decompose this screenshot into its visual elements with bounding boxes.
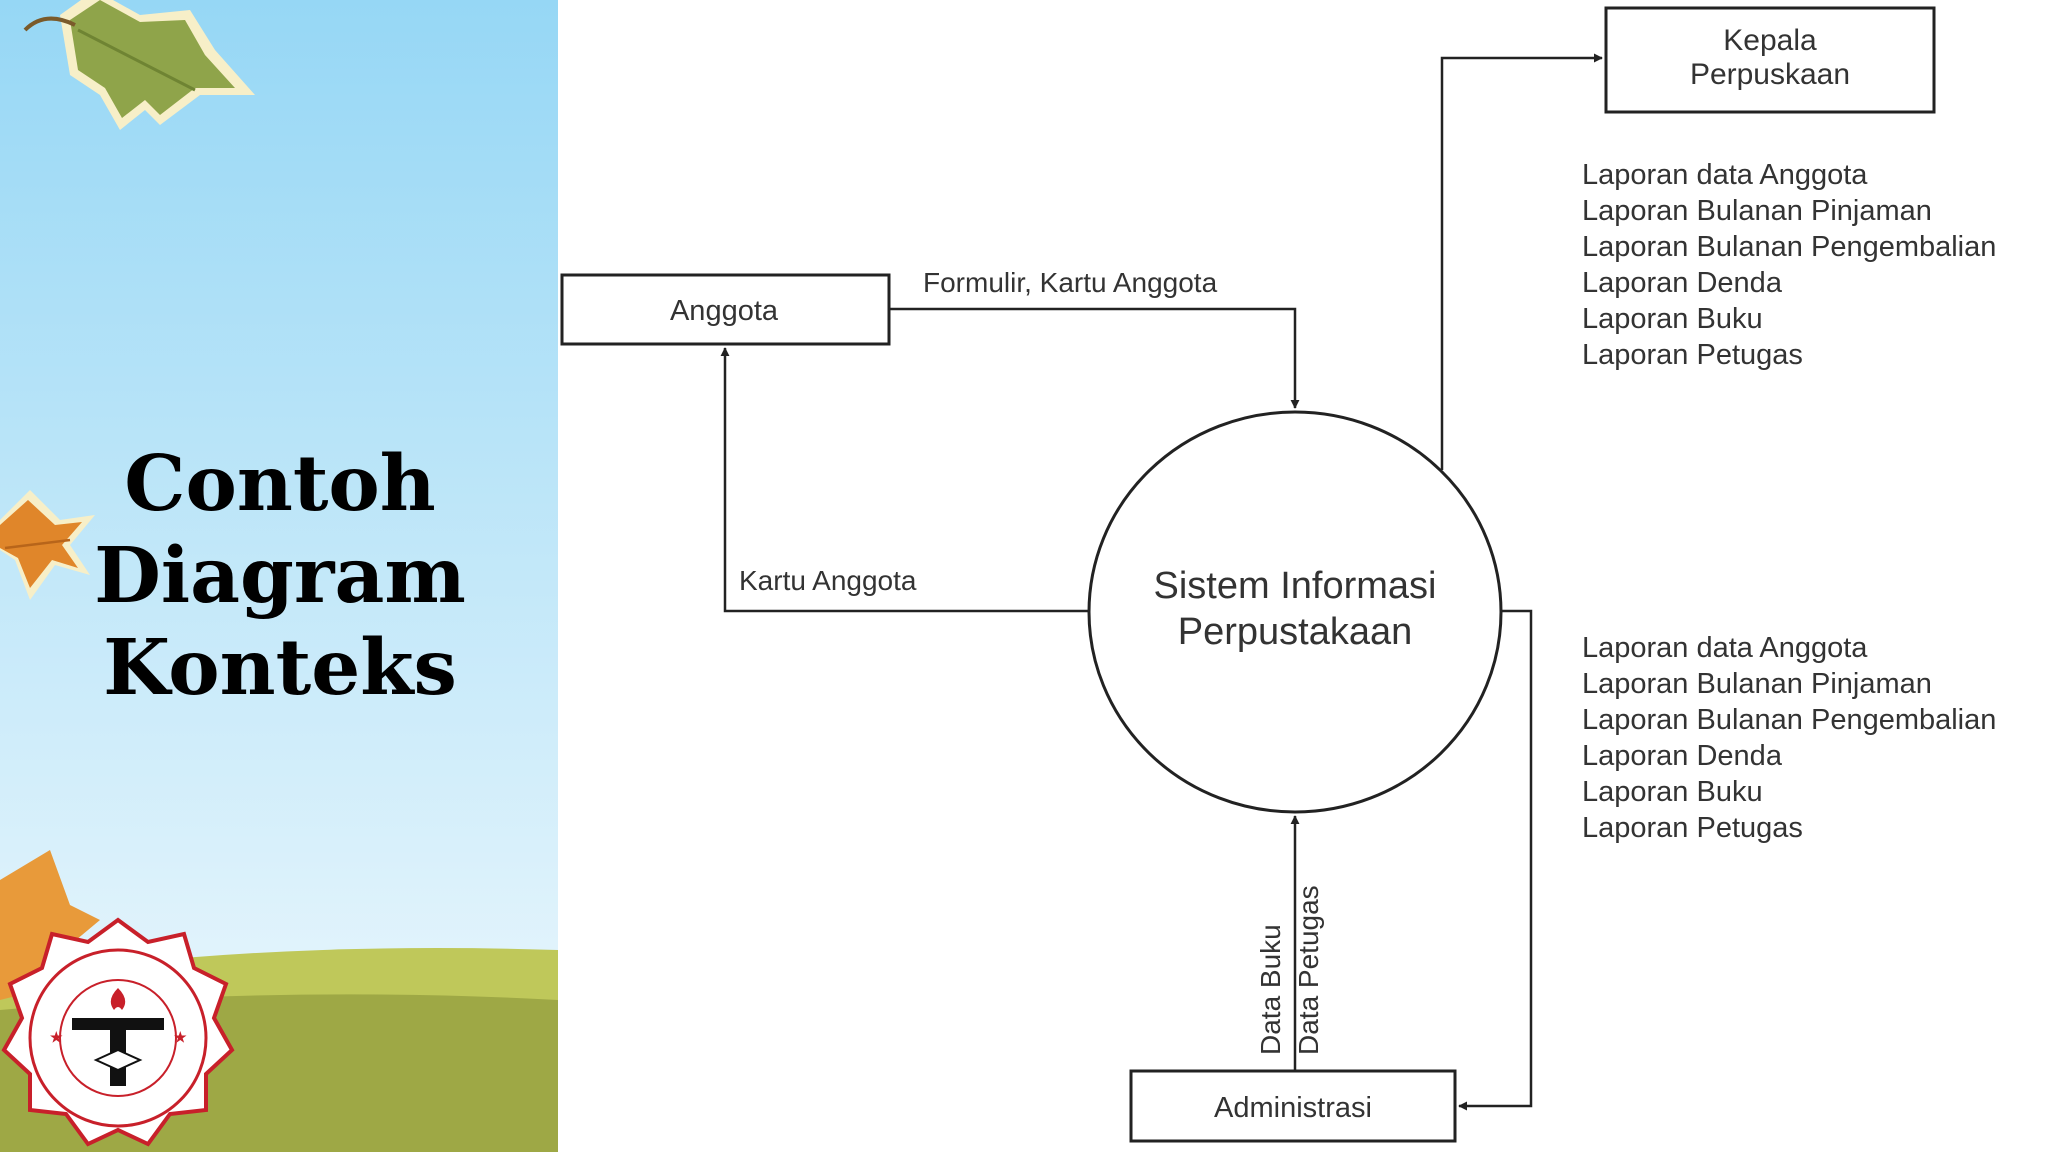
- title-line-2: Diagram: [94, 531, 466, 621]
- title-line-3: Konteks: [103, 623, 457, 713]
- report-kepala-4: Laporan Denda: [1582, 267, 1783, 299]
- context-diagram: Kepala Perpuskaan Anggota Administrasi S…: [560, 6, 1996, 1143]
- university-logo: ★ ★: [1, 917, 235, 1147]
- reports-admin-list: Laporan data Anggota Laporan Bulanan Pin…: [1582, 632, 1996, 844]
- svg-text:★: ★: [174, 1030, 187, 1046]
- orange-leaf-icon: [0, 490, 95, 600]
- reports-kepala-list: Laporan data Anggota Laporan Bulanan Pin…: [1582, 159, 1996, 371]
- flow-formulir-arrow: [889, 307, 1300, 409]
- report-admin-2: Laporan Bulanan Pinjaman: [1582, 668, 1932, 700]
- slide-title: Contoh Diagram Konteks: [60, 438, 500, 714]
- report-kepala-6: Laporan Petugas: [1582, 339, 1803, 371]
- entity-administrasi-box: [1129, 1069, 1457, 1143]
- report-admin-3: Laporan Bulanan Pengembalian: [1582, 704, 1996, 736]
- report-admin-4: Laporan Denda: [1582, 740, 1783, 772]
- orange-leaf-bottom-icon: [0, 850, 100, 1000]
- flow-data-petugas-label: Data Petugas: [1293, 885, 1324, 1055]
- green-leaf-icon: [23, 0, 255, 130]
- flow-kartu-label: Kartu Anggota: [739, 565, 917, 596]
- svg-text:★: ★: [50, 1030, 63, 1046]
- entity-anggota-label: Anggota: [670, 295, 779, 327]
- report-admin-5: Laporan Buku: [1582, 776, 1763, 808]
- flow-to-kepala-arrow: [1440, 53, 1603, 470]
- process-label-line1: Sistem Informasi: [1154, 565, 1437, 607]
- entity-anggota-box: [560, 273, 891, 346]
- entity-kepala-line1: Kepala: [1723, 24, 1817, 57]
- report-kepala-2: Laporan Bulanan Pinjaman: [1582, 195, 1932, 227]
- title-line-1: Contoh: [124, 439, 436, 529]
- entity-kepala-box: [1604, 6, 1936, 114]
- flow-kartu-arrow: [720, 347, 1089, 613]
- entity-administrasi-label: Administrasi: [1214, 1092, 1372, 1124]
- entity-kepala-line2: Perpuskaan: [1690, 58, 1850, 91]
- sidebar-panel: ★ ★ Contoh Diagram Konteks: [0, 0, 558, 1152]
- flow-data-buku-label: Data Buku: [1255, 924, 1286, 1055]
- flow-formulir-label: Formulir, Kartu Anggota: [923, 267, 1218, 298]
- report-kepala-5: Laporan Buku: [1582, 303, 1763, 335]
- report-kepala-1: Laporan data Anggota: [1582, 159, 1868, 191]
- report-kepala-3: Laporan Bulanan Pengembalian: [1582, 231, 1996, 263]
- flow-to-administrasi-arrow: [1458, 609, 1533, 1111]
- process-label-line2: Perpustakaan: [1178, 611, 1413, 653]
- report-admin-6: Laporan Petugas: [1582, 812, 1803, 844]
- sidebar-background: ★ ★: [0, 0, 558, 1152]
- report-admin-1: Laporan data Anggota: [1582, 632, 1868, 664]
